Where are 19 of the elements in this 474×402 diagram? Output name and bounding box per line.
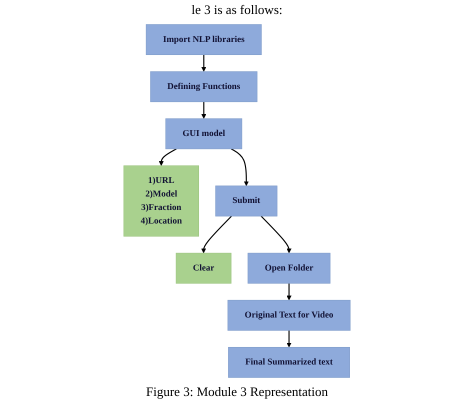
node-box: Import NLP libraries [146,24,262,56]
node-box: Original Text for Video [228,300,350,331]
node-box: Submit [215,186,278,216]
node-box: Defining Functions [150,71,258,102]
node-box: Open Folder [248,252,330,284]
node-box: Final Summarized text [228,346,350,378]
arrow [286,283,292,300]
body-text: le 3 is as follows: [192,2,282,18]
node-box: Clear [176,252,232,284]
node-box: 1)URL 2)Model 3)Fraction 4)Location [124,165,200,237]
node-box: GUI model [165,118,242,150]
arrow [201,102,206,119]
figure-caption: Figure 3: Module 3 Representation [146,384,328,400]
arrow [201,54,206,72]
arrow [201,216,232,254]
arrow [260,216,292,254]
arrow [230,148,249,186]
arrow [158,148,177,166]
arrow [286,330,292,348]
